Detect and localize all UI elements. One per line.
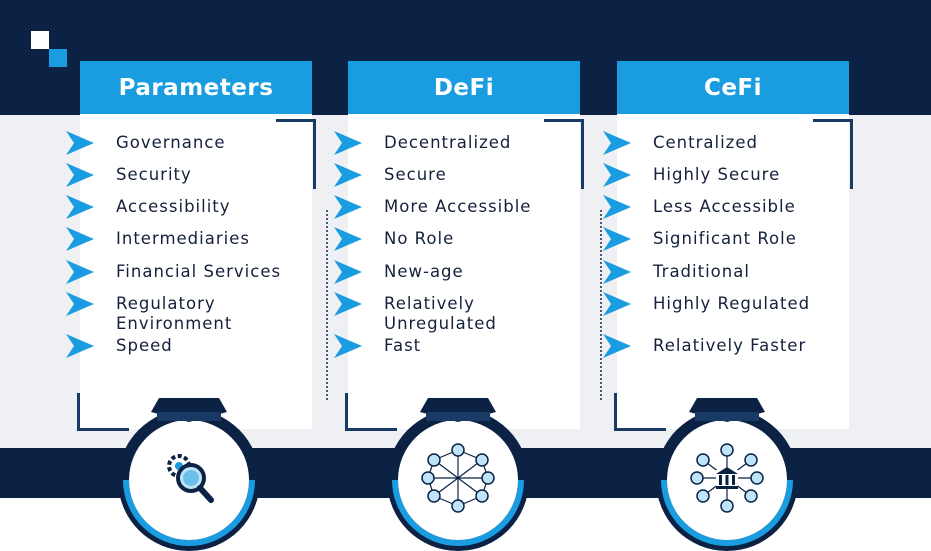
list-item-label: Fast xyxy=(384,336,422,355)
corner-accent xyxy=(276,119,316,122)
gear-magnifier-icon xyxy=(116,398,262,551)
list-item-label: Highly Regulated xyxy=(653,294,811,313)
column-header: Parameters xyxy=(80,61,312,114)
column-header-label: CeFi xyxy=(703,74,763,101)
list-item-label: Financial Services xyxy=(116,262,282,281)
list-item-label: Centralized xyxy=(653,133,758,152)
list-item: New-age xyxy=(334,260,464,284)
list-item-label: Relatively Faster xyxy=(653,336,807,355)
list-item: Relatively Unregulated xyxy=(334,292,497,334)
list-item-label: New-age xyxy=(384,262,464,281)
decentralized-network-icon xyxy=(385,398,531,551)
list-item-label: Relatively Unregulated xyxy=(384,294,497,333)
corner-accent xyxy=(345,428,397,431)
list-item: Highly Secure xyxy=(603,163,780,187)
decor-square-white xyxy=(31,31,49,49)
chevron-right-icon xyxy=(334,334,362,358)
list-item-label: Traditional xyxy=(653,262,750,281)
chevron-right-icon xyxy=(66,163,94,187)
chevron-right-icon xyxy=(603,334,631,358)
chevron-right-icon xyxy=(66,227,94,251)
central-bank-network-icon xyxy=(654,398,800,551)
list-item: More Accessible xyxy=(334,195,531,219)
list-item: Accessibility xyxy=(66,195,231,219)
corner-accent xyxy=(345,393,348,431)
chevron-right-icon xyxy=(603,260,631,284)
list-item: Decentralized xyxy=(334,131,511,155)
list-item: Highly Regulated xyxy=(603,292,810,316)
chevron-right-icon xyxy=(603,292,631,316)
chevron-right-icon xyxy=(66,131,94,155)
list-item: Significant Role xyxy=(603,227,797,251)
chevron-right-icon xyxy=(334,292,362,316)
list-item: Intermediaries xyxy=(66,227,250,251)
corner-accent xyxy=(813,119,853,122)
list-item: Relatively Faster xyxy=(603,334,806,358)
column-card xyxy=(80,113,312,429)
list-item-label: Significant Role xyxy=(653,229,797,248)
list-item-label: No Role xyxy=(384,229,455,248)
column-header-label: Parameters xyxy=(118,74,274,101)
decor-square-blue xyxy=(49,49,67,67)
column-header: DeFi xyxy=(348,61,580,114)
list-item: Less Accessible xyxy=(603,195,796,219)
list-item-label: Governance xyxy=(116,133,226,152)
chevron-right-icon xyxy=(334,227,362,251)
column-header-label: DeFi xyxy=(433,74,495,101)
chevron-right-icon xyxy=(66,334,94,358)
list-item: Fast xyxy=(334,334,421,358)
chevron-right-icon xyxy=(603,227,631,251)
list-item-label: Less Accessible xyxy=(653,197,796,216)
corner-accent xyxy=(614,428,666,431)
list-item-label: Secure xyxy=(384,165,447,184)
corner-accent xyxy=(313,119,316,189)
chevron-right-icon xyxy=(334,260,362,284)
corner-accent xyxy=(77,428,129,431)
list-item-label: Intermediaries xyxy=(116,229,250,248)
corner-accent xyxy=(850,119,853,189)
corner-accent xyxy=(77,393,80,431)
chevron-right-icon xyxy=(603,163,631,187)
list-item-label: Decentralized xyxy=(384,133,512,152)
corner-accent xyxy=(581,119,584,189)
column-header: CeFi xyxy=(617,61,849,114)
chevron-right-icon xyxy=(334,195,362,219)
list-item: Regulatory Environment xyxy=(66,292,232,334)
corner-accent xyxy=(614,393,617,431)
chevron-right-icon xyxy=(603,131,631,155)
column-card xyxy=(348,113,580,429)
list-item: No Role xyxy=(334,227,454,251)
list-item-label: Regulatory Environment xyxy=(116,294,233,333)
chevron-right-icon xyxy=(66,195,94,219)
chevron-right-icon xyxy=(334,131,362,155)
list-item-label: Accessibility xyxy=(116,197,231,216)
dotted-divider xyxy=(326,210,328,400)
list-item: Governance xyxy=(66,131,226,155)
chevron-right-icon xyxy=(66,292,94,316)
list-item-label: Speed xyxy=(116,336,173,355)
chevron-right-icon xyxy=(603,195,631,219)
list-item: Speed xyxy=(66,334,173,358)
list-item-label: Highly Secure xyxy=(653,165,781,184)
list-item: Centralized xyxy=(603,131,758,155)
chevron-right-icon xyxy=(334,163,362,187)
corner-accent xyxy=(544,119,584,122)
list-item: Financial Services xyxy=(66,260,281,284)
dotted-divider xyxy=(600,210,602,400)
list-item: Security xyxy=(66,163,192,187)
list-item-label: Security xyxy=(116,165,192,184)
list-item: Secure xyxy=(334,163,447,187)
chevron-right-icon xyxy=(66,260,94,284)
column-card xyxy=(617,113,849,429)
list-item-label: More Accessible xyxy=(384,197,532,216)
list-item: Traditional xyxy=(603,260,750,284)
